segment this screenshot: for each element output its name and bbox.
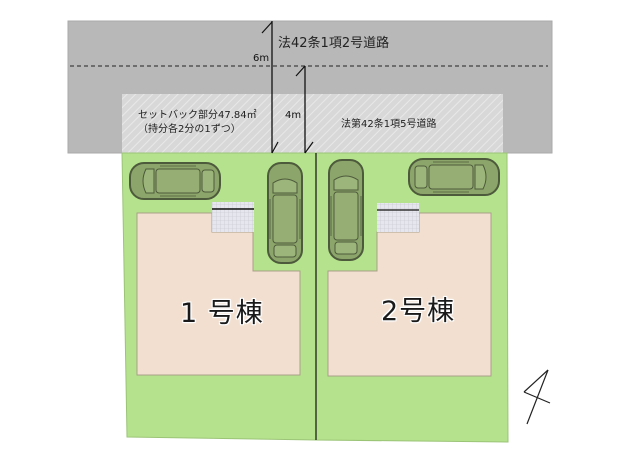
- building-1-label: 1 号棟: [180, 298, 264, 329]
- north-arrow-icon: [523, 369, 551, 425]
- car-icon: [267, 162, 303, 264]
- setback-share-label: （持分各2分の1ずつ）: [138, 124, 241, 135]
- private-road-label: 法第42条1項5号道路: [341, 119, 437, 130]
- main-road-label: 法42条1項2号道路: [278, 36, 390, 51]
- dimension-line-4m: [295, 65, 314, 154]
- house-2-entry-tiles: [377, 203, 419, 232]
- main-road-width-label: 6m: [253, 53, 270, 64]
- car-icon: [328, 159, 364, 261]
- car-icon: [408, 158, 500, 196]
- building-2-label: 2号棟: [381, 296, 456, 327]
- setback-note: セットバック部分47.84㎡ （持分各2分の1ずつ）: [138, 109, 257, 137]
- setback-area-label: セットバック部分47.84㎡: [138, 110, 257, 121]
- car-icon: [129, 162, 221, 200]
- dimension-line-6m: [261, 21, 279, 154]
- house-1-entry-tiles: [212, 202, 254, 232]
- private-road-width-label: 4m: [285, 110, 302, 121]
